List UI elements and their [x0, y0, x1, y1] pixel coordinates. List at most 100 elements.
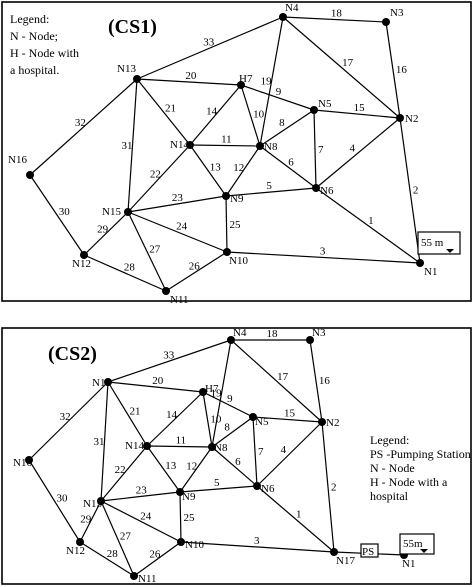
reservoir-tank: 55 m [417, 231, 461, 255]
node-label: N17 [336, 555, 355, 567]
pipe-label: 17 [342, 57, 354, 69]
panel-cs1-frame [1, 1, 472, 302]
junction-node [279, 13, 287, 21]
pipe-label: 13 [210, 161, 222, 173]
junction-node [237, 81, 245, 89]
pipe-edge [100, 500, 182, 543]
junction-node [80, 251, 88, 259]
pipe-edge [240, 84, 261, 147]
junction-node [104, 378, 112, 386]
pipe-edge [127, 211, 167, 292]
pipe-label: 31 [94, 436, 105, 448]
pipe-label: 28 [107, 548, 119, 560]
node-label: H7 [239, 73, 253, 85]
pumping-station-label: PS [362, 546, 374, 558]
pipe-edge [202, 391, 254, 418]
pipe-label: 12 [186, 460, 197, 472]
node-label: N16 [8, 154, 27, 166]
junction-node [382, 18, 390, 26]
junction-node [97, 497, 105, 505]
pipe-label: 11 [176, 435, 187, 447]
pipe-label: 2 [413, 185, 419, 197]
pipe-label: 15 [354, 102, 366, 114]
pipe-label: 32 [60, 411, 71, 423]
pipe-label: 6 [288, 156, 294, 168]
legend-line: Legend: [370, 433, 409, 447]
pipe-edge [315, 187, 421, 264]
pipe-label: 1 [368, 215, 374, 227]
pipe-label: 22 [150, 169, 161, 181]
legend-line: PS -Pumping Station [370, 447, 471, 461]
node-label: N1 [424, 266, 437, 278]
pipe-label: 4 [281, 444, 287, 456]
pipe-label: 3 [254, 535, 260, 547]
node-label: N2 [326, 417, 339, 429]
node-label: N6 [261, 483, 275, 495]
panel-cs1-title: (CS1) [108, 16, 157, 38]
node-label: N8 [264, 141, 278, 153]
pipe-edge [127, 78, 138, 213]
junction-node [256, 142, 264, 150]
pipe-label: 1 [296, 509, 302, 521]
node-label: N10 [185, 539, 204, 551]
junction-node [133, 75, 141, 83]
pipe-edge [309, 339, 323, 423]
pipe-edge [146, 445, 181, 493]
pipe-edge [252, 416, 323, 423]
node-label: N4 [285, 2, 299, 14]
junction-node [25, 456, 33, 464]
pipe-label: 19 [261, 75, 273, 87]
pipe-label: 31 [122, 140, 133, 152]
pipe-label: 33 [203, 37, 215, 49]
pipe-label: 21 [165, 103, 176, 115]
pipe-label: 21 [129, 405, 140, 417]
pipe-edge [28, 459, 81, 543]
pipe-edge [256, 421, 323, 487]
pipe-label: 27 [149, 243, 161, 255]
pipe-edge [189, 144, 227, 197]
pipe-edge [29, 78, 138, 176]
pipe-label: 8 [224, 421, 230, 433]
node-label: N9 [230, 193, 244, 205]
pipe-label: 29 [97, 223, 109, 235]
pipe-edge [83, 211, 129, 256]
pipe-edge [211, 416, 254, 448]
pipe-edge [259, 109, 315, 147]
pipe-label: 22 [115, 464, 126, 476]
pipe-label: 9 [276, 86, 282, 98]
pipe-label: 25 [183, 512, 195, 524]
pipe-edge [29, 174, 85, 256]
pipe-edge [100, 491, 181, 502]
pipe-label: 33 [163, 349, 175, 361]
pipe-label: 16 [396, 64, 408, 76]
pipe-label: 24 [176, 221, 188, 233]
pumping-station: PS [360, 543, 379, 558]
pipe-edge [313, 109, 401, 119]
pipe-label: 10 [253, 108, 264, 120]
pipe-edge [189, 84, 242, 146]
pipe-label: 27 [120, 531, 131, 543]
pipe-label: 24 [140, 510, 152, 522]
pipe-label: 15 [284, 408, 296, 420]
pipe-edge [256, 485, 335, 553]
pipe-edge [107, 339, 232, 383]
pipe-edge [146, 391, 204, 447]
pipe-edge [83, 254, 167, 292]
pipe-label: 13 [165, 460, 177, 472]
pipe-label: 16 [319, 375, 331, 387]
pipe-edge [313, 109, 317, 189]
pipe-edge [259, 16, 284, 147]
pipe-edge [225, 187, 317, 197]
pipe-edge [179, 485, 258, 493]
junction-node [222, 192, 230, 200]
pipe-edge [226, 251, 421, 264]
pipe-edge [100, 445, 148, 502]
pipe-label: 10 [210, 413, 222, 425]
pipe-label: 9 [227, 393, 233, 405]
pipe-label: 23 [136, 485, 148, 497]
pipe-edge [28, 381, 109, 461]
reservoir-tank-box [417, 231, 461, 255]
pipe-edge [202, 391, 213, 448]
pipe-edge [136, 16, 284, 80]
